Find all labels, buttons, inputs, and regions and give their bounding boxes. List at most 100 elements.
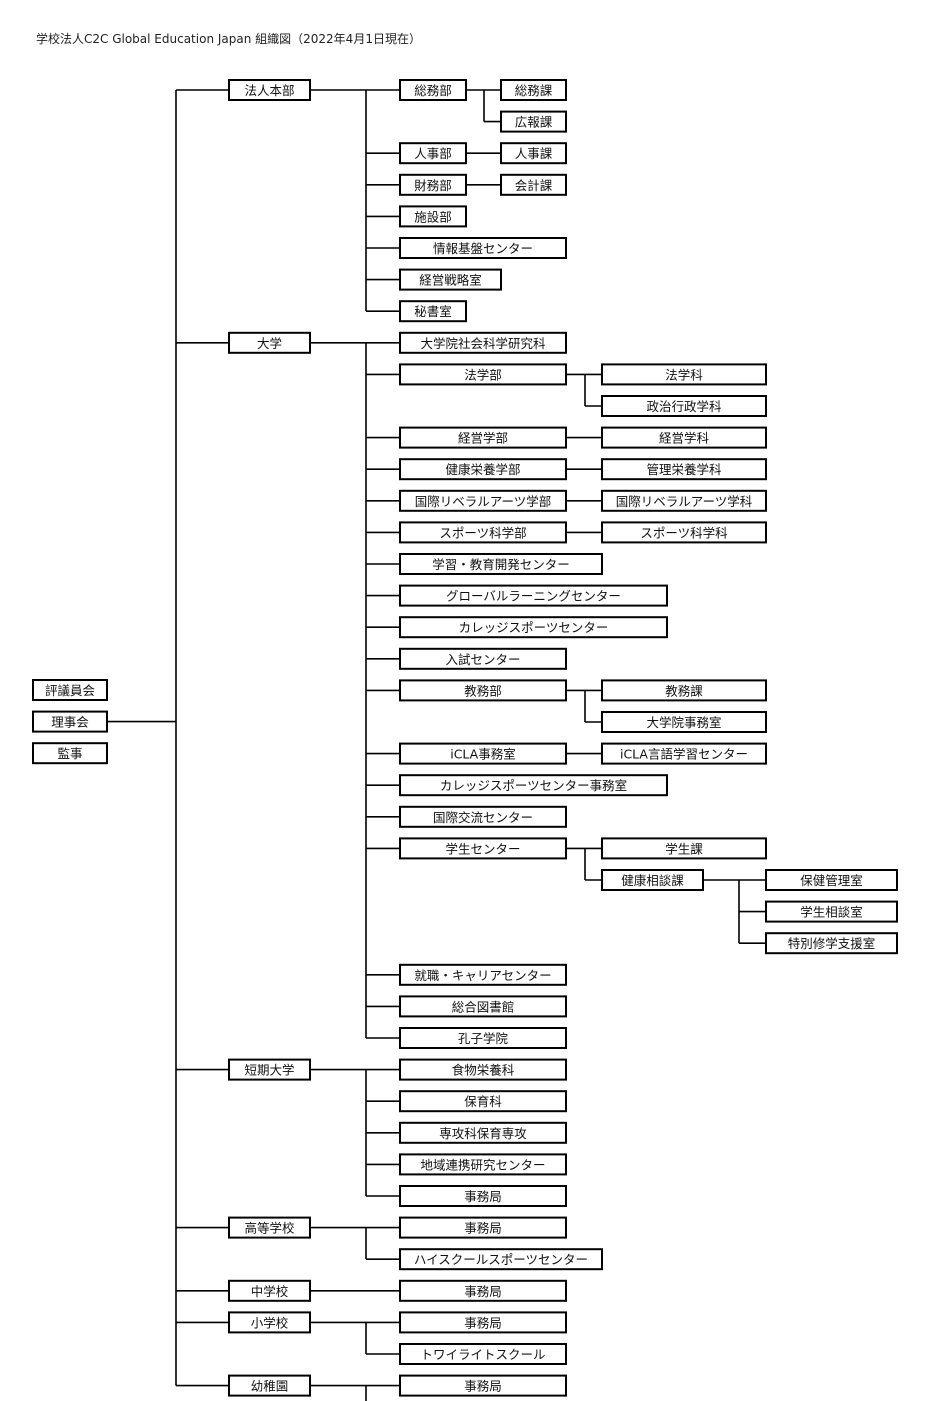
unit-1-14-1-2-label: 特別修学支援室 xyxy=(788,936,876,951)
unit-2-4: 事務局 xyxy=(399,1185,567,1207)
unit-3-1: ハイスクールスポーツセンター xyxy=(399,1248,603,1271)
unit-1-1-1-label: 政治行政学科 xyxy=(646,399,722,414)
unit-0-0-0: 総務課 xyxy=(500,79,567,101)
unit-1-4: 国際リベラルアーツ学部 xyxy=(399,489,567,512)
division-2: 短期大学 xyxy=(228,1058,311,1081)
unit-1-4-label: 国際リベラルアーツ学部 xyxy=(415,494,552,509)
unit-1-14: 学生センター xyxy=(399,837,567,860)
governance-2-frame xyxy=(32,742,108,765)
unit-6-0-label: 事務局 xyxy=(464,1379,502,1394)
unit-0-0-1: 広報課 xyxy=(500,110,567,133)
unit-0-2-0-label: 会計課 xyxy=(515,178,553,193)
division-4: 中学校 xyxy=(228,1279,311,1302)
division-0: 法人本部 xyxy=(228,79,311,101)
unit-2-2-label: 専攻科保育専攻 xyxy=(439,1126,527,1141)
unit-0-3-label: 施設部 xyxy=(414,209,452,224)
division-5-label: 小学校 xyxy=(251,1315,289,1330)
unit-1-5: スポーツ科学部 xyxy=(399,521,567,544)
unit-1-5-0: スポーツ科学科 xyxy=(601,521,767,544)
unit-1-5-0-label: スポーツ科学科 xyxy=(640,525,728,540)
unit-1-10-label: 教務部 xyxy=(464,683,502,698)
governance-2: 監事 xyxy=(32,742,108,765)
unit-1-14-0-label: 学生課 xyxy=(665,841,703,856)
governance-0-frame xyxy=(32,679,108,701)
chart-title: 学校法人C2C Global Education Japan 組織図（2022年… xyxy=(36,32,421,46)
unit-1-4-0-label: 国際リベラルアーツ学科 xyxy=(616,494,753,509)
unit-2-4-label: 事務局 xyxy=(464,1189,502,1204)
unit-1-10-0-label: 教務課 xyxy=(665,683,703,698)
unit-2-0: 食物栄養科 xyxy=(399,1058,567,1081)
unit-5-1-label: トワイライトスクール xyxy=(420,1347,545,1362)
governance-1-label: 理事会 xyxy=(51,715,89,730)
unit-0-0-0-label: 総務課 xyxy=(515,83,553,98)
unit-1-1-0: 法学科 xyxy=(601,363,767,386)
unit-0-1: 人事部 xyxy=(399,142,467,165)
unit-1-1-0-label: 法学科 xyxy=(665,367,703,382)
division-6: 幼稚園 xyxy=(228,1374,311,1397)
governance-0: 評議員会 xyxy=(32,679,108,701)
division-6-label: 幼稚園 xyxy=(251,1379,289,1394)
unit-0-0-1-label: 広報課 xyxy=(515,115,553,130)
unit-0-6-label: 秘書室 xyxy=(414,304,452,319)
unit-1-11-0: iCLA言語学習センター xyxy=(601,742,767,765)
unit-2-0-label: 食物栄養科 xyxy=(452,1063,515,1078)
unit-1-15: 就職・キャリアセンター xyxy=(399,963,567,986)
unit-1-12-label: カレッジスポーツセンター事務室 xyxy=(440,778,627,793)
unit-4-0-label: 事務局 xyxy=(464,1284,502,1299)
unit-0-1-0-label: 人事課 xyxy=(515,146,553,161)
unit-2-3: 地域連携研究センター xyxy=(399,1153,567,1176)
unit-0-2-label: 財務部 xyxy=(414,178,452,193)
unit-6-0: 事務局 xyxy=(399,1374,567,1397)
unit-1-3-0-label: 管理栄養学科 xyxy=(646,462,722,477)
division-5: 小学校 xyxy=(228,1311,311,1334)
unit-1-7: グローバルラーニングセンター xyxy=(399,584,668,607)
unit-5-1: トワイライトスクール xyxy=(399,1343,567,1365)
unit-1-10: 教務部 xyxy=(399,679,567,702)
division-1-label: 大学 xyxy=(257,336,282,351)
unit-1-16-label: 総合図書館 xyxy=(452,999,515,1014)
unit-1-3-label: 健康栄養学部 xyxy=(445,462,520,477)
unit-0-0: 総務部 xyxy=(399,79,467,101)
unit-1-2-label: 経営学部 xyxy=(458,431,508,446)
unit-0-3: 施設部 xyxy=(399,205,467,228)
unit-2-1: 保育科 xyxy=(399,1090,567,1113)
unit-2-3-label: 地域連携研究センター xyxy=(420,1157,545,1172)
unit-1-9: 入試センター xyxy=(399,647,567,670)
unit-1-14-1-2: 特別修学支援室 xyxy=(765,932,898,955)
unit-0-1-0: 人事課 xyxy=(500,142,567,165)
unit-1-13-label: 国際交流センター xyxy=(433,810,533,825)
unit-3-1-label: ハイスクールスポーツセンター xyxy=(414,1252,588,1267)
governance-0-label: 評議員会 xyxy=(45,683,96,698)
unit-3-0-label: 事務局 xyxy=(464,1221,502,1236)
unit-1-5-label: スポーツ科学部 xyxy=(439,525,526,540)
unit-1-8: カレッジスポーツセンター xyxy=(399,616,668,639)
unit-1-8-label: カレッジスポーツセンター xyxy=(459,620,609,635)
unit-1-6: 学習・教育開発センター xyxy=(399,553,603,575)
unit-2-1-label: 保育科 xyxy=(464,1094,502,1109)
unit-1-9-label: 入試センター xyxy=(445,652,520,667)
unit-1-10-1: 大学院事務室 xyxy=(601,711,767,733)
unit-0-4-label: 情報基盤センター xyxy=(433,241,533,256)
unit-1-17-label: 孔子学院 xyxy=(458,1031,509,1046)
unit-1-3-0: 管理栄養学科 xyxy=(601,458,767,481)
unit-1-7-label: グローバルラーニングセンター xyxy=(446,589,621,604)
unit-4-0: 事務局 xyxy=(399,1279,567,1302)
unit-1-2-0-label: 経営学科 xyxy=(659,431,710,446)
unit-3-0: 事務局 xyxy=(399,1216,567,1239)
unit-1-1: 法学部 xyxy=(399,363,567,386)
unit-1-1-1: 政治行政学科 xyxy=(601,395,767,417)
unit-5-0-label: 事務局 xyxy=(464,1315,502,1330)
unit-0-5: 経営戦略室 xyxy=(399,268,502,291)
unit-2-2: 専攻科保育専攻 xyxy=(399,1121,567,1144)
unit-1-1-label: 法学部 xyxy=(464,367,502,382)
unit-1-10-1-label: 大学院事務室 xyxy=(646,715,721,730)
unit-0-4: 情報基盤センター xyxy=(399,237,567,259)
unit-1-15-label: 就職・キャリアセンター xyxy=(414,968,551,983)
unit-1-2: 経営学部 xyxy=(399,426,567,449)
unit-1-0: 大学院社会科学研究科 xyxy=(399,331,567,354)
unit-5-0: 事務局 xyxy=(399,1311,567,1334)
unit-1-11: iCLA事務室 xyxy=(399,742,567,765)
unit-1-14-1: 健康相談課 xyxy=(601,869,704,891)
unit-1-14-1-1: 学生相談室 xyxy=(765,900,898,923)
